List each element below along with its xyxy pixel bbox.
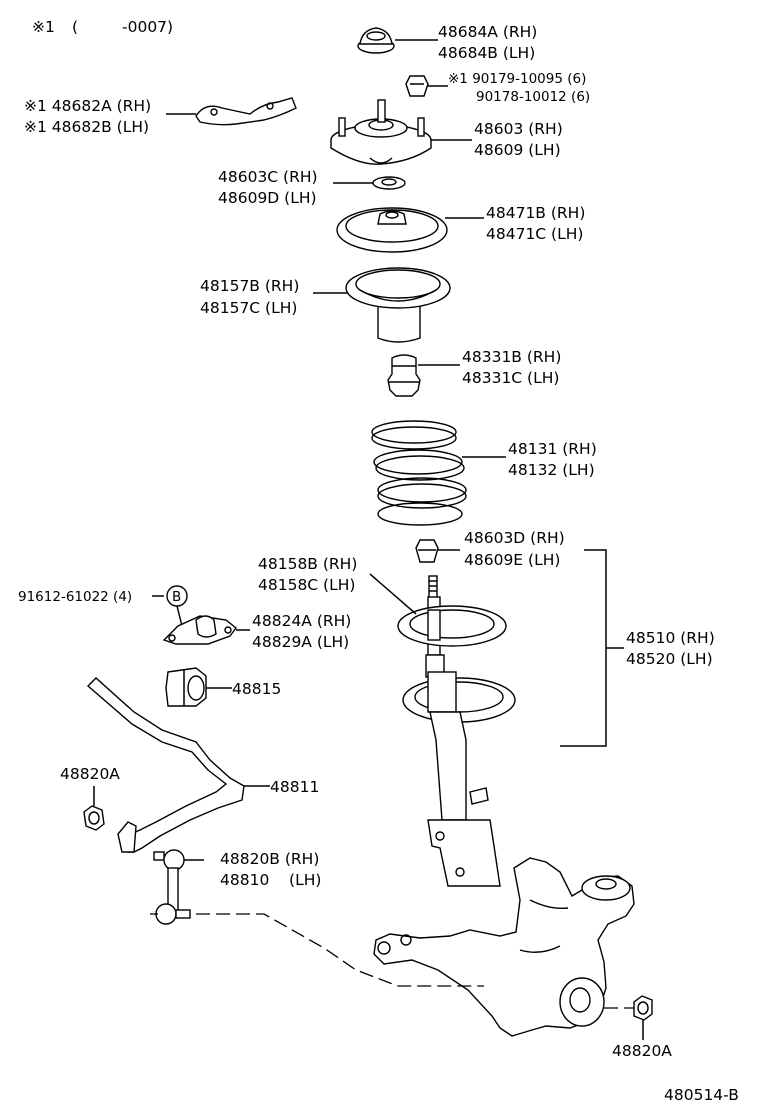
label-48520: 48520 (LH): [626, 650, 713, 668]
label-90179: ※1 90179-10095 (6): [448, 71, 586, 87]
spacer-part: [372, 176, 406, 190]
label-48471b: 48471B (RH): [486, 204, 585, 222]
label-48131: 48131 (RH): [508, 440, 597, 458]
label-48820a-right: 48820A: [612, 1042, 672, 1060]
label-48684a: 48684A (RH): [438, 23, 537, 41]
label-48331c: 48331C (LH): [462, 369, 559, 387]
link-bushing-right-part: [633, 995, 653, 1040]
stabilizer-bushing-part: [165, 667, 207, 707]
label-48609: 48609 (LH): [474, 141, 561, 159]
link-bushing-left-part: [83, 786, 105, 831]
callout-b-marker: B: [152, 585, 188, 627]
shock-absorber-part: [397, 575, 516, 887]
label-48603c: 48603C (RH): [218, 168, 318, 186]
label-48824a: 48824A (RH): [252, 612, 351, 630]
nut-part: [405, 75, 429, 97]
label-48815: 48815: [232, 680, 281, 698]
label-48820b: 48820B (RH): [220, 850, 319, 868]
note-mark: ※1: [32, 18, 55, 36]
spring-seat-upper-part: [336, 207, 448, 253]
label-48157c: 48157C (LH): [200, 299, 297, 317]
strut-assembly-bracket: [560, 549, 624, 747]
strut-nut-part: [415, 539, 439, 563]
label-48682a: ※1 48682A (RH): [24, 97, 151, 115]
dust-cap-part: [357, 27, 395, 54]
label-48811: 48811: [270, 778, 319, 796]
label-48609d: 48609D (LH): [218, 189, 317, 207]
label-48132: 48132 (LH): [508, 461, 595, 479]
callout-b-text: B: [172, 589, 181, 605]
label-90178: 90178-10012 (6): [476, 89, 590, 105]
coil-spring-part: [371, 420, 467, 526]
label-48603d: 48603D (RH): [464, 529, 565, 547]
diagram-id: 480514-B: [664, 1086, 739, 1104]
stabilizer-bar-part: [86, 677, 245, 853]
stabilizer-bracket-part: [162, 615, 237, 645]
label-48682b: ※1 48682B (LH): [24, 118, 149, 136]
label-48471c: 48471C (LH): [486, 225, 583, 243]
label-91612: 91612-61022 (4): [18, 589, 132, 605]
label-48158c: 48158C (LH): [258, 576, 355, 594]
label-48157b: 48157B (RH): [200, 277, 299, 295]
label-48609e: 48609E (LH): [464, 551, 560, 569]
label-48158b: 48158B (RH): [258, 555, 357, 573]
label-48684b: 48684B (LH): [438, 44, 535, 62]
label-48829a: 48829A (LH): [252, 633, 349, 651]
note-open-paren: (: [72, 18, 78, 36]
stabilizer-link-part: [153, 849, 204, 925]
steering-knuckle-part: [373, 857, 635, 1037]
label-48810: 48810 (LH): [220, 871, 321, 889]
note-range: -0007): [122, 18, 173, 36]
spring-insulator-part: [345, 267, 451, 343]
bound-stopper-part: [387, 354, 421, 397]
mounting-bracket-part: [195, 97, 297, 126]
label-48510: 48510 (RH): [626, 629, 715, 647]
label-48331b: 48331B (RH): [462, 348, 561, 366]
label-48603: 48603 (RH): [474, 120, 563, 138]
label-48820a-left: 48820A: [60, 765, 120, 783]
upper-support-part: [330, 99, 432, 165]
